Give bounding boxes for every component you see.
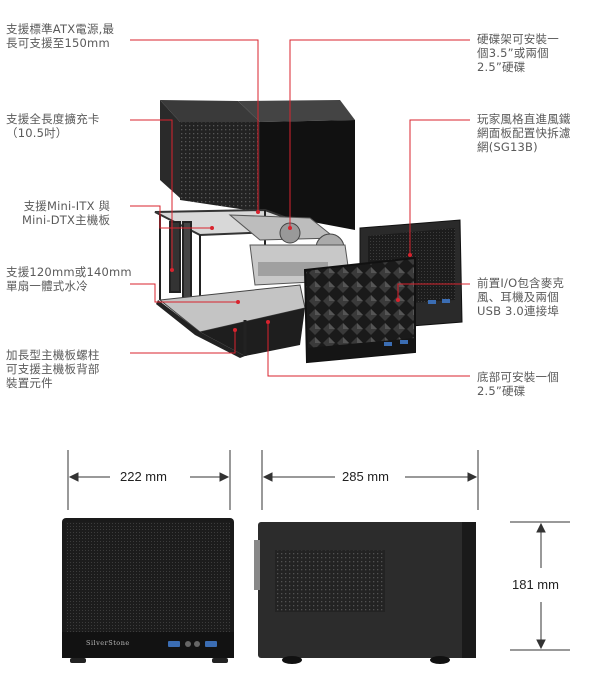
annotation-standoff: 加長型主機板螺柱 可支援主機板背部 裝置元件: [6, 348, 100, 390]
annotation-psu: 支援標準ATX電源,最 長可支援至150mm: [6, 22, 115, 50]
leader-lines: [130, 39, 470, 377]
dimension-depth-label: 285 mm: [342, 469, 389, 484]
base-tray: [156, 284, 306, 358]
annotation-hdd-cage: 硬碟架可安裝一 個3.5”或兩個 2.5”硬碟: [477, 32, 559, 74]
annotation-fan: 支援120mm或140mm 單扇一體式水冷: [6, 265, 132, 293]
leader-dots: [170, 210, 412, 332]
annotation-bottom-drive: 底部可安裝一個 2.5”硬碟: [477, 370, 559, 398]
annotation-expansion-card: 支援全長度擴充卡 （10.5吋）: [6, 112, 100, 140]
case-side-view: [254, 522, 476, 664]
annotation-front-io: 前置I/O包含麥克 風、耳機及兩個 USB 3.0連接埠: [477, 276, 565, 318]
exploded-case-view: [154, 100, 463, 364]
dimension-width-label: 222 mm: [120, 469, 167, 484]
brand-logo-text: SilverStone: [86, 639, 130, 647]
front-panel-diamond: [303, 256, 416, 364]
dimension-lines: [67, 450, 570, 651]
dimension-height-label: 181 mm: [512, 577, 559, 592]
annotation-motherboard: 支援Mini-ITX 與 Mini-DTX主機板: [22, 199, 111, 227]
case-front-view: [62, 518, 234, 663]
top-cover-shell: [160, 100, 355, 230]
annotation-front-panel: 玩家風格直進風鐵 網面板配置快拆濾 網(SG13B): [477, 112, 571, 154]
